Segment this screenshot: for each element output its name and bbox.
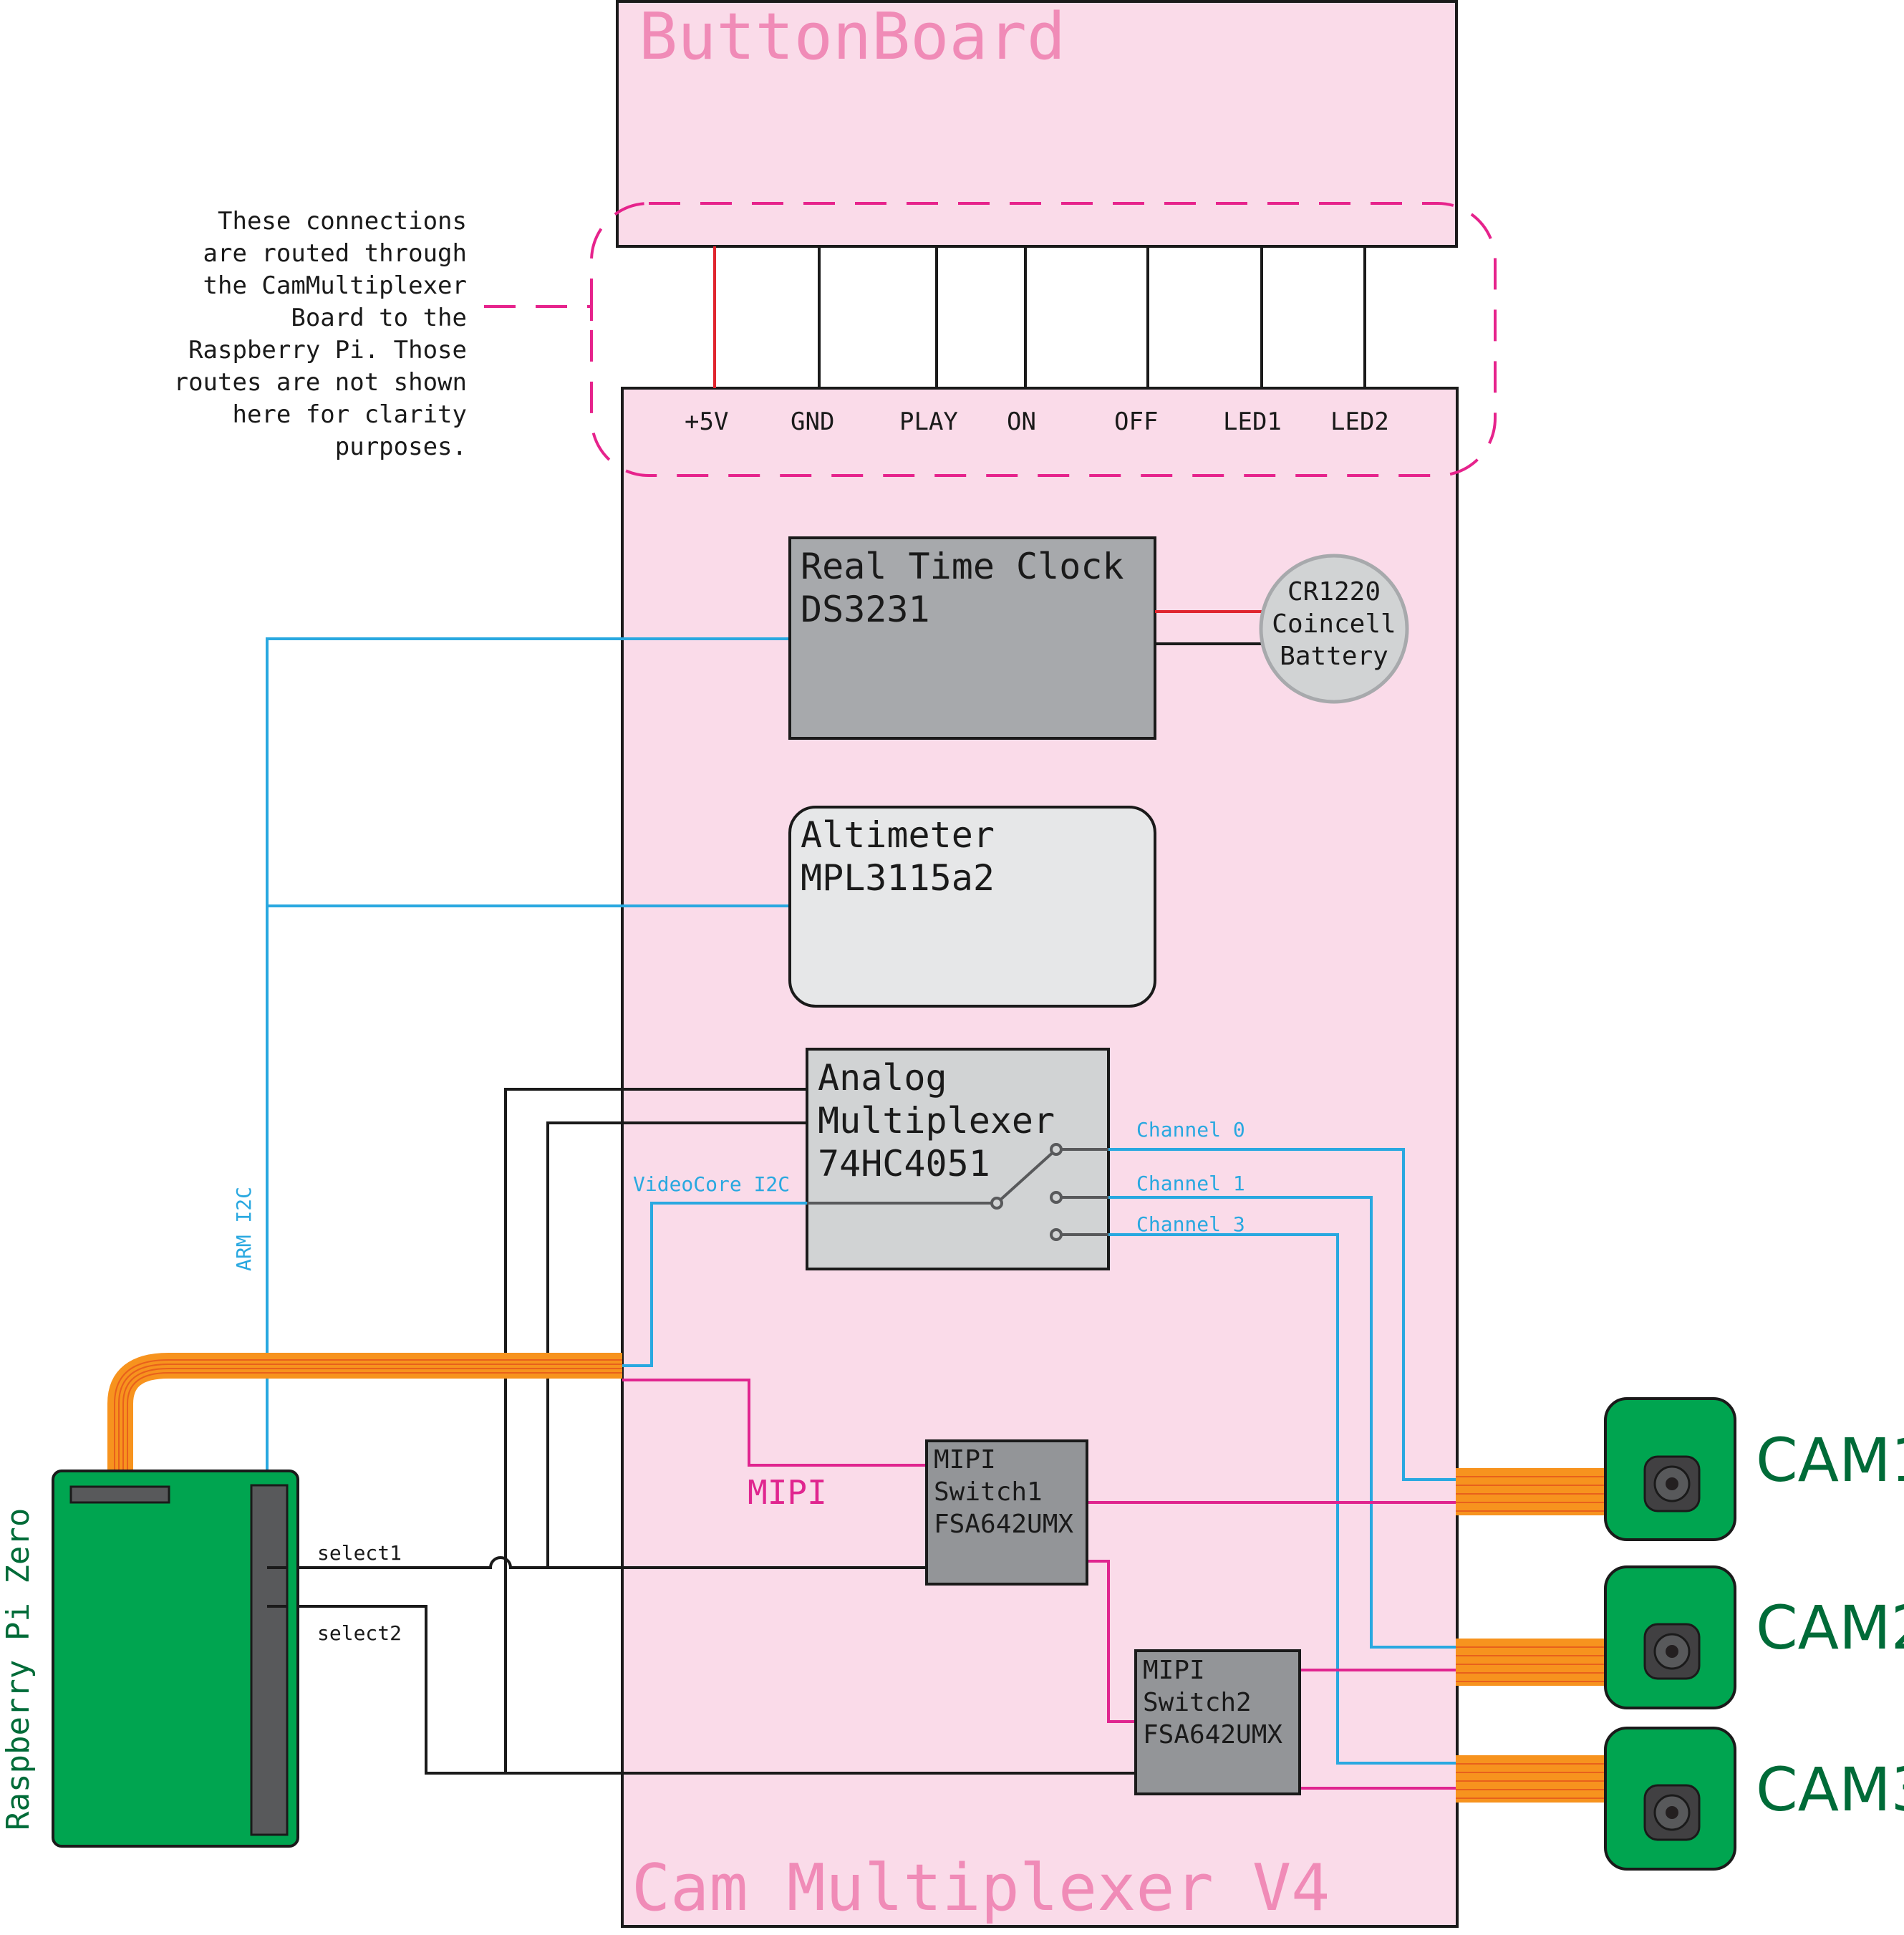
- note-line-1: These connections: [218, 207, 467, 236]
- mipi-label: MIPI: [748, 1473, 827, 1512]
- note-line-8: purposes.: [335, 433, 467, 461]
- channel-wires: [1108, 1148, 1456, 1765]
- analog-multiplexer: Analog Multiplexer 74HC4051: [806, 1048, 1110, 1270]
- camera-2: CAM2: [1604, 1565, 1904, 1709]
- pin-label-led1: LED1: [1223, 407, 1282, 436]
- battery-line-1: CR1220: [1287, 577, 1381, 607]
- camera-3-label: CAM3: [1756, 1755, 1904, 1825]
- select-wires: [267, 1088, 1136, 1775]
- switch1-line-3: FSA642UMX: [934, 1510, 1073, 1539]
- real-time-clock: Real Time Clock DS3231: [788, 536, 1156, 740]
- mux-line-2: Multiplexer: [818, 1100, 1055, 1142]
- arm-i2c-wires: [266, 637, 790, 1479]
- camera-2-label: CAM2: [1756, 1593, 1904, 1663]
- camera-lens-icon: [1643, 1455, 1701, 1512]
- videocore-i2c-wire: [622, 1202, 807, 1367]
- pin-label-5v: +5V: [685, 407, 728, 436]
- switch2-line-1: MIPI: [1143, 1656, 1205, 1685]
- raspberry-pi-zero: Raspberry Pi Zero: [0, 1470, 299, 1848]
- note-line-6: routes are not shown: [174, 368, 467, 397]
- note-line-3: the CamMultiplexer: [203, 271, 467, 300]
- pin-label-led2: LED2: [1330, 407, 1389, 436]
- switch2-line-3: FSA642UMX: [1143, 1720, 1282, 1750]
- note-line-7: here for clarity: [232, 400, 467, 429]
- arm-i2c-label: ARM I2C: [232, 1187, 256, 1271]
- channel-labels: Channel 0 Channel 1 Channel 3: [1136, 1118, 1245, 1236]
- mipi-switch-1: MIPI Switch1 FSA642UMX: [925, 1439, 1088, 1586]
- cam-multiplexer-title: Cam Multiplexer V4: [632, 1850, 1330, 1926]
- channel-1-label: Channel 1: [1136, 1172, 1245, 1195]
- pi-camera-connector: [69, 1485, 170, 1504]
- switch2-line-2: Switch2: [1143, 1688, 1252, 1717]
- pin-labels: +5V GND PLAY ON OFF LED1 LED2: [685, 407, 1389, 436]
- pi-ribbon-cable: [107, 1353, 622, 1480]
- rtc-name: Real Time Clock: [801, 546, 1124, 587]
- mux-line-1: Analog: [818, 1057, 947, 1099]
- select2-label: select2: [317, 1621, 402, 1645]
- routing-note: These connections are routed through the…: [174, 207, 467, 461]
- switch1-line-2: Switch1: [934, 1477, 1043, 1507]
- switch1-line-1: MIPI: [934, 1445, 996, 1475]
- rtc-part: DS3231: [801, 589, 930, 630]
- camera-1-label: CAM1: [1756, 1425, 1904, 1495]
- camera-lens-icon: [1643, 1784, 1701, 1841]
- button-board-wires: [713, 246, 1366, 388]
- button-board-title: ButtonBoard: [639, 0, 1065, 74]
- altimeter-part: MPL3115a2: [801, 857, 995, 899]
- routing-outline: [484, 202, 1497, 477]
- coincell-battery: CR1220 Coincell Battery: [1259, 554, 1409, 704]
- camera-1: CAM1: [1604, 1397, 1904, 1541]
- videocore-i2c-label: VideoCore I2C: [633, 1172, 790, 1196]
- mux-switch-symbol: [807, 1143, 1108, 1241]
- camera-3: CAM3: [1604, 1727, 1904, 1871]
- pin-label-play: PLAY: [899, 407, 958, 436]
- note-line-5: Raspberry Pi. Those: [188, 336, 467, 365]
- pin-label-on: ON: [1007, 407, 1036, 436]
- camera-lens-icon: [1643, 1623, 1701, 1680]
- altimeter: Altimeter MPL3115a2: [788, 806, 1156, 1008]
- battery-line-3: Battery: [1280, 642, 1388, 671]
- mux-line-3: 74HC4051: [818, 1143, 990, 1184]
- raspberry-pi-label: Raspberry Pi Zero: [0, 1508, 37, 1830]
- select1-label: select1: [317, 1541, 402, 1565]
- channel-3-label: Channel 3: [1136, 1212, 1245, 1236]
- button-board: ButtonBoard: [616, 0, 1458, 248]
- pin-label-off: OFF: [1114, 407, 1158, 436]
- camera-ribbon-cables: [1456, 1468, 1605, 1803]
- battery-line-2: Coincell: [1272, 609, 1396, 639]
- mipi-wires: [622, 1379, 1456, 1790]
- altimeter-name: Altimeter: [801, 814, 995, 856]
- note-line-4: Board to the: [291, 304, 467, 332]
- note-line-2: are routed through: [203, 239, 467, 268]
- pi-gpio-header: [250, 1484, 289, 1836]
- pin-label-gnd: GND: [791, 407, 834, 436]
- mipi-switch-2: MIPI Switch2 FSA642UMX: [1134, 1649, 1301, 1795]
- channel-0-label: Channel 0: [1136, 1118, 1245, 1142]
